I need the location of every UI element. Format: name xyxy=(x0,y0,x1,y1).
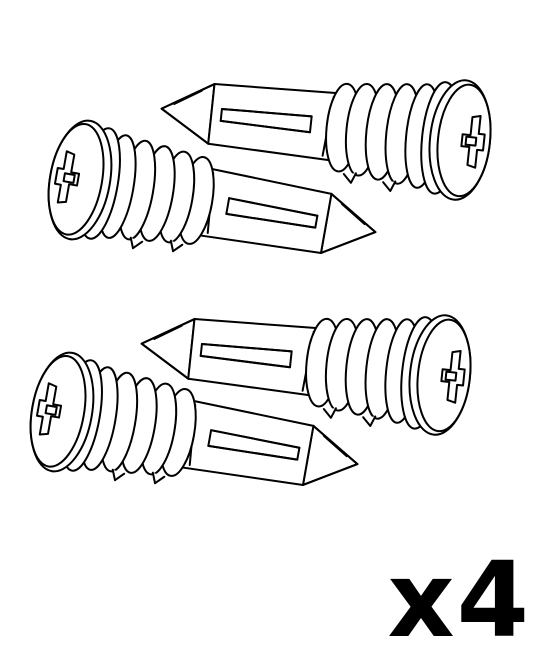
quantity-label: x4 xyxy=(387,539,531,661)
